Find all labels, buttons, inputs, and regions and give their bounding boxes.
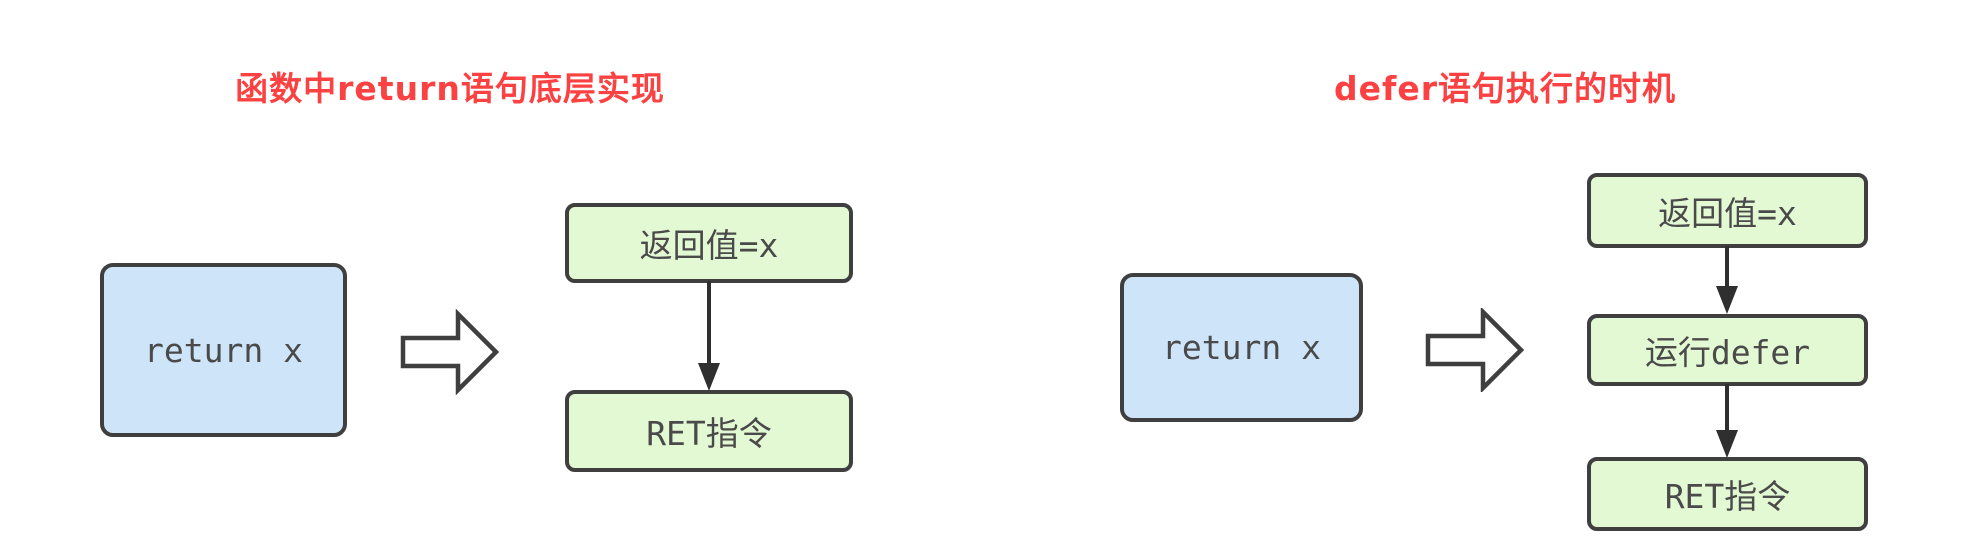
right-down-arrow-icon-1	[1716, 246, 1738, 314]
left-source-node: return x	[100, 263, 347, 437]
right-diagram-title: defer语句执行的时机	[1333, 69, 1677, 108]
left-step-return-value-node: 返回值=x	[565, 203, 853, 283]
right-source-node: return x	[1120, 273, 1363, 422]
right-step-ret-label: RET指令	[1664, 477, 1791, 516]
right-source-node-label: return x	[1162, 328, 1321, 367]
right-step-run-defer-node: 运行defer	[1587, 314, 1868, 386]
right-step-return-value-node: 返回值=x	[1587, 173, 1868, 248]
right-block-right-arrow-icon	[1425, 308, 1525, 392]
left-diagram-title: 函数中return语句底层实现	[235, 69, 665, 108]
right-step-ret-node: RET指令	[1587, 457, 1868, 531]
left-step-ret-node: RET指令	[565, 390, 853, 472]
left-down-arrow-icon	[698, 281, 720, 391]
left-block-right-arrow-icon	[400, 309, 500, 395]
left-step-return-value-label: 返回值=x	[639, 226, 779, 265]
right-step-run-defer-label: 运行defer	[1644, 333, 1811, 372]
right-step-return-value-label: 返回值=x	[1658, 193, 1797, 233]
left-step-ret-label: RET指令	[646, 414, 772, 453]
left-source-node-label: return x	[144, 330, 303, 370]
right-down-arrow-icon-2	[1716, 384, 1738, 458]
